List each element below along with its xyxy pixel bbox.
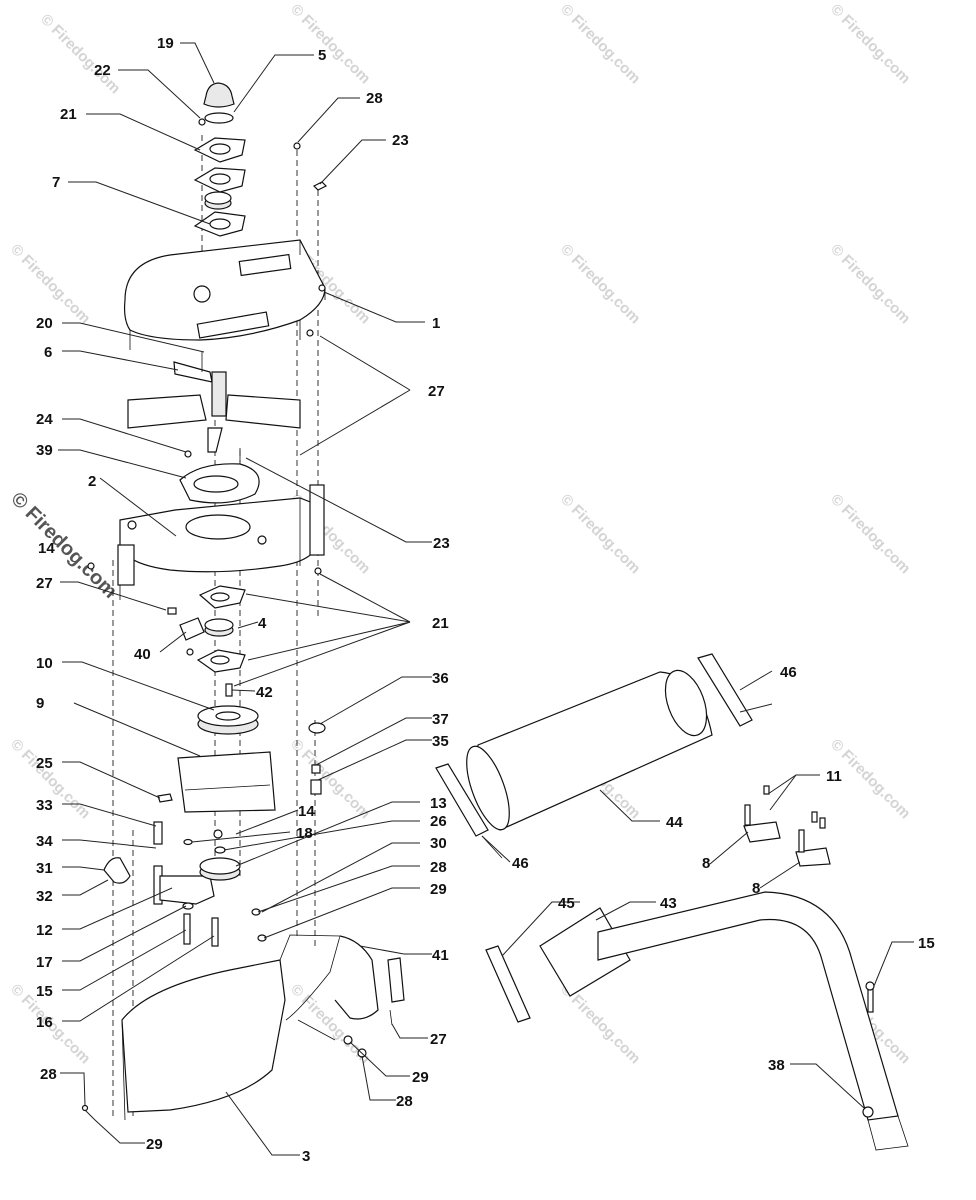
callout-27: 27	[430, 1031, 447, 1048]
callout-23: 23	[433, 535, 450, 552]
watermark-text-prominent: © Firedog.com	[6, 488, 121, 603]
callout-21: 21	[432, 615, 449, 632]
callout-30: 30	[430, 835, 447, 852]
callout-4: 4	[258, 615, 267, 632]
callout-42: 42	[256, 684, 273, 701]
watermark-text: © Firedog.com	[557, 241, 643, 327]
callout-27: 27	[36, 575, 53, 592]
callout-37: 37	[432, 711, 449, 728]
watermark-text: © Firedog.com	[557, 491, 643, 577]
impeller-part	[127, 352, 301, 453]
callout-21: 21	[60, 106, 77, 123]
callout-labels: 19 22 5 28 21 23 7 1 20 6 27 24 39 2 23 …	[36, 35, 935, 1165]
callout-41: 41	[432, 947, 449, 964]
callout-13: 13	[430, 795, 447, 812]
callout-36: 36	[432, 670, 449, 687]
callout-22: 22	[94, 62, 111, 79]
belt-guard-part	[177, 751, 276, 813]
callout-45: 45	[558, 895, 575, 912]
callout-10: 10	[36, 655, 53, 672]
callout-28: 28	[430, 859, 447, 876]
callout-19: 19	[157, 35, 174, 52]
callout-14: 14	[38, 540, 55, 557]
callout-46: 46	[780, 664, 797, 681]
callout-1: 1	[432, 315, 440, 332]
callout-29: 29	[430, 881, 447, 898]
callout-39: 39	[36, 442, 53, 459]
callout-8: 8	[752, 880, 760, 897]
hose-clamp-part	[435, 763, 489, 837]
callout-32: 32	[36, 888, 53, 905]
callout-12: 12	[36, 922, 53, 939]
watermark-text: © Firedog.com	[827, 491, 913, 577]
callout-28: 28	[40, 1066, 57, 1083]
callout-38: 38	[768, 1057, 785, 1074]
callout-15: 15	[918, 935, 935, 952]
hose-assembly	[435, 653, 909, 1151]
callout-43: 43	[660, 895, 677, 912]
callout-20: 20	[36, 315, 53, 332]
callout-29: 29	[146, 1136, 163, 1153]
callout-24: 24	[36, 411, 53, 428]
hose-clamp-part	[485, 945, 531, 1023]
callout-8: 8	[702, 855, 710, 872]
watermark-text: © Firedog.com	[37, 11, 123, 97]
callout-44: 44	[666, 814, 683, 831]
callout-28: 28	[366, 90, 383, 107]
callout-23: 23	[392, 132, 409, 149]
callout-3: 3	[302, 1148, 310, 1165]
callout-26: 26	[430, 813, 447, 830]
watermark-text: © Firedog.com	[557, 1, 643, 87]
callout-15: 15	[36, 983, 53, 1000]
watermark-text: © Firedog.com	[827, 241, 913, 327]
cap-part	[203, 82, 235, 108]
callout-27: 27	[428, 383, 445, 400]
callout-29: 29	[412, 1069, 429, 1086]
callout-6: 6	[44, 344, 52, 361]
callout-2: 2	[88, 473, 96, 490]
watermark-text: © Firedog.com	[827, 1, 913, 87]
callout-33: 33	[36, 797, 53, 814]
pulley-part	[197, 705, 259, 735]
callout-9: 9	[36, 695, 44, 712]
callout-25: 25	[36, 755, 53, 772]
callout-35: 35	[432, 733, 449, 750]
callout-17: 17	[36, 954, 53, 971]
callout-5: 5	[318, 47, 326, 64]
callout-11: 11	[826, 768, 842, 785]
leader-lines	[58, 42, 914, 1156]
hose-clamp-part	[697, 653, 753, 727]
callout-31: 31	[36, 860, 53, 877]
watermark-text: © Firedog.com	[287, 1, 373, 87]
blower-assembly	[81, 82, 405, 1121]
callout-16: 16	[36, 1014, 53, 1031]
spring-part	[103, 857, 131, 884]
callout-7: 7	[52, 174, 60, 191]
callout-14: 14	[298, 803, 315, 820]
handle-tube-part	[597, 891, 899, 1121]
callout-18: 18	[296, 825, 313, 842]
callout-46: 46	[512, 855, 529, 872]
callout-40: 40	[134, 646, 151, 663]
discharge-chute-part	[121, 934, 379, 1121]
callout-28: 28	[396, 1093, 413, 1110]
callout-34: 34	[36, 833, 53, 850]
